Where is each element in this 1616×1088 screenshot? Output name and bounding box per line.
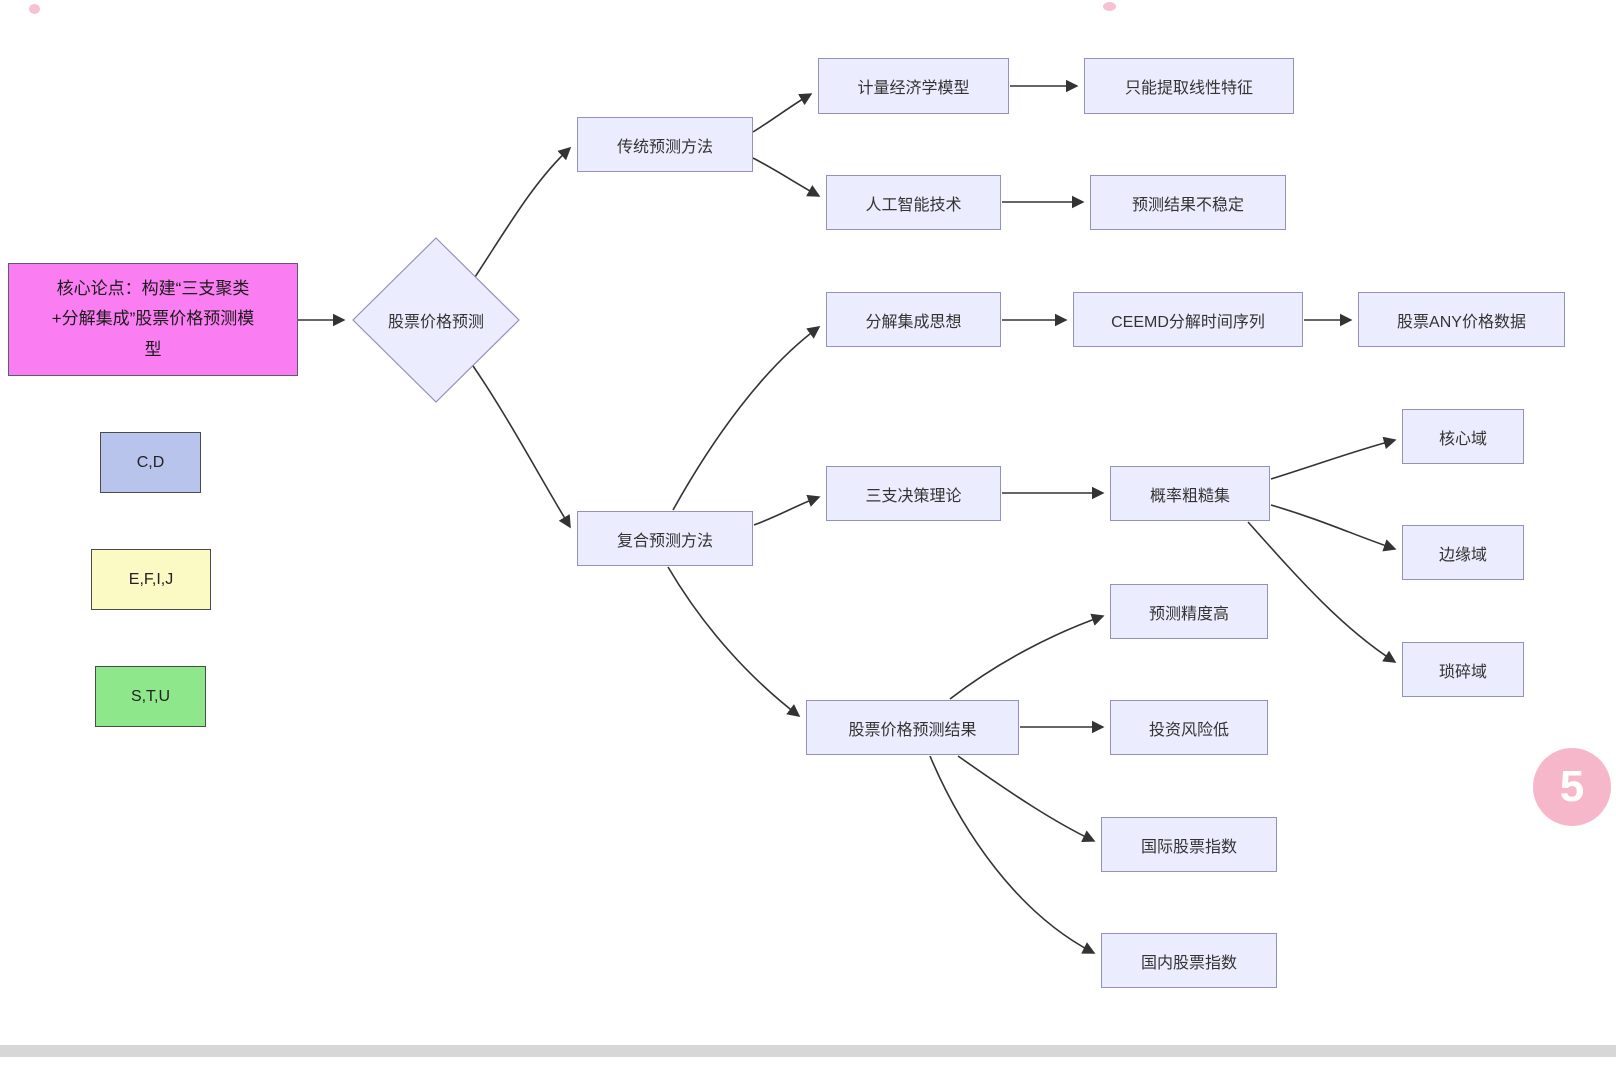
legend-item-efij: E,F,I,J [91, 549, 211, 610]
legend-item-efij-label: E,F,I,J [128, 570, 174, 588]
edge-result-domestic [929, 755, 1096, 954]
node-high-accuracy[interactable]: 预测精度高 [1110, 584, 1268, 639]
edge-result-accuracy [949, 613, 1105, 700]
node-linear-features-only-label: 只能提取线性特征 [1124, 80, 1253, 97]
node-unstable-results-label: 预测结果不稳定 [1131, 196, 1244, 214]
node-probabilistic-rough-set-label: 概率粗糙集 [1149, 487, 1230, 505]
node-three-way-decision[interactable]: 三支决策理论 [826, 466, 1001, 521]
node-core-thesis-label: 核心论点：构建“三支聚类 +分解集成”股票价格预测模 型 [51, 278, 255, 359]
artifact-dot [1103, 2, 1116, 11]
legend-item-cd: C,D [100, 432, 201, 493]
node-boundary-region[interactable]: 边缘域 [1402, 525, 1524, 580]
node-decomposition-ensemble[interactable]: 分解集成思想 [826, 292, 1001, 347]
node-domestic-index[interactable]: 国内股票指数 [1101, 933, 1277, 988]
edge-prediction-traditional [474, 146, 572, 278]
legend-item-stu-label: S,T,U [130, 687, 171, 705]
node-linear-features-only[interactable]: 只能提取线性特征 [1084, 58, 1294, 114]
node-decomposition-ensemble-label: 分解集成思想 [865, 313, 962, 331]
node-any-price-data[interactable]: 股票ANY价格数据 [1358, 292, 1565, 347]
node-traditional-methods-label: 传统预测方法 [616, 138, 713, 156]
node-ceemd-timeseries-label: CEEMD分解时间序列 [1111, 313, 1265, 331]
watermark-badge-label: 5 [1559, 762, 1585, 811]
diamond-shape [352, 237, 520, 403]
edge-composite-threeway [753, 494, 821, 526]
watermark-badge: 5 [1533, 748, 1611, 826]
edge-roughset-trivial [1247, 521, 1397, 663]
horizontal-scrollbar-track[interactable] [0, 1045, 1616, 1057]
node-core-region[interactable]: 核心域 [1402, 409, 1524, 464]
node-probabilistic-rough-set[interactable]: 概率粗糙集 [1110, 466, 1270, 521]
edge-composite-result [667, 566, 801, 717]
node-core-region-label: 核心域 [1438, 430, 1487, 448]
node-ai-technology-label: 人工智能技术 [865, 196, 962, 214]
node-econometric-model-label: 计量经济学模型 [857, 80, 970, 97]
node-international-index[interactable]: 国际股票指数 [1101, 817, 1277, 872]
node-ceemd-timeseries[interactable]: CEEMD分解时间序列 [1073, 292, 1303, 347]
node-traditional-methods[interactable]: 传统预测方法 [577, 117, 753, 172]
legend-item-stu: S,T,U [95, 666, 206, 727]
node-three-way-decision-label: 三支决策理论 [865, 487, 962, 505]
artifact-dot [29, 4, 40, 14]
node-prediction-results-label: 股票价格预测结果 [848, 721, 977, 739]
node-international-index-label: 国际股票指数 [1140, 838, 1237, 856]
node-low-risk[interactable]: 投资风险低 [1110, 700, 1268, 755]
legend-item-cd-label: C,D [136, 453, 165, 471]
node-high-accuracy-label: 预测精度高 [1148, 605, 1229, 623]
node-any-price-data-label: 股票ANY价格数据 [1397, 313, 1526, 331]
node-unstable-results[interactable]: 预测结果不稳定 [1090, 175, 1286, 230]
node-composite-methods[interactable]: 复合预测方法 [577, 511, 753, 566]
edge-roughset-boundary [1270, 504, 1397, 552]
edge-roughset-core [1270, 436, 1397, 480]
node-low-risk-label: 投资风险低 [1148, 721, 1229, 739]
node-econometric-model[interactable]: 计量经济学模型 [818, 58, 1009, 114]
node-composite-methods-label: 复合预测方法 [616, 532, 713, 550]
node-core-thesis[interactable]: 核心论点：构建“三支聚类 +分解集成”股票价格预测模 型 [8, 263, 298, 376]
node-stock-price-prediction-label: 股票价格预测 [387, 314, 484, 331]
edge-prediction-composite [470, 362, 571, 529]
edge-traditional-econometric [752, 93, 813, 133]
node-boundary-region-label: 边缘域 [1438, 546, 1487, 564]
node-trivial-region[interactable]: 琐碎域 [1402, 642, 1524, 697]
node-domestic-index-label: 国内股票指数 [1140, 954, 1237, 972]
edge-composite-decomposition [672, 326, 821, 511]
node-stock-price-prediction[interactable]: 股票价格预测 [352, 237, 520, 403]
edge-result-international [957, 755, 1096, 842]
edge-traditional-ai [752, 157, 821, 197]
node-prediction-results[interactable]: 股票价格预测结果 [806, 700, 1019, 755]
node-trivial-region-label: 琐碎域 [1438, 663, 1487, 681]
node-ai-technology[interactable]: 人工智能技术 [826, 175, 1001, 230]
